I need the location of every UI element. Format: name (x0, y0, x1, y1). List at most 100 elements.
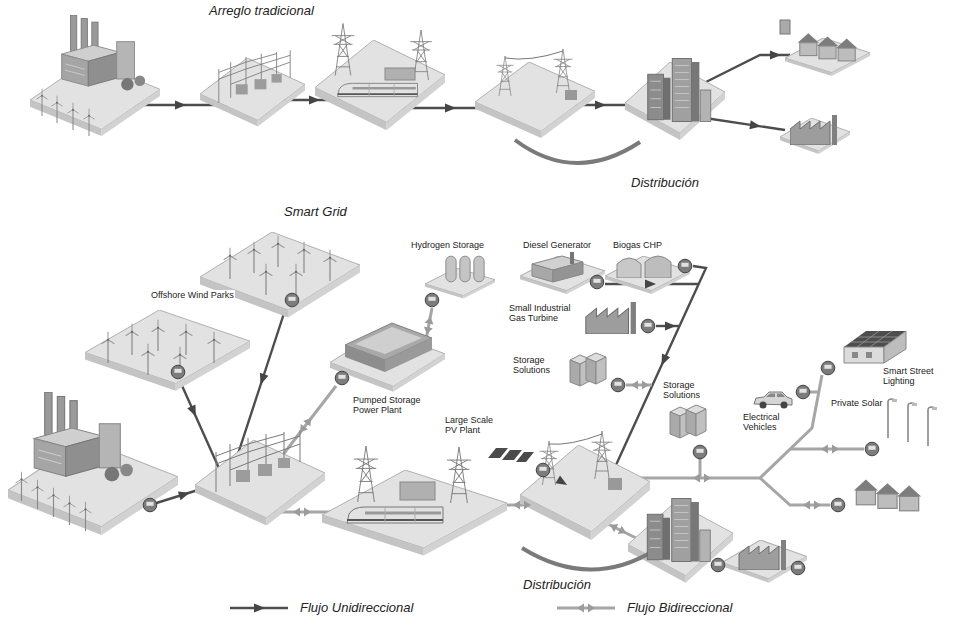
legend-line (557, 606, 615, 609)
ground-platforms (8, 38, 870, 583)
smart-meters (590, 275, 604, 289)
smart-grid-icons (647, 499, 710, 562)
smart-grid-icons (16, 472, 28, 501)
component-label: Diesel Generator (522, 240, 592, 250)
smart-grid-icons (216, 430, 300, 492)
flow-arrowheads (560, 481, 562, 482)
distribution-arc (515, 140, 640, 163)
smart-grid-icons (142, 344, 155, 375)
flow-arrowheads (668, 326, 670, 327)
smart-meters (171, 365, 185, 379)
component-label: Biogas CHP (612, 240, 663, 250)
component-label: Smart Street Lighting (882, 366, 946, 387)
flow-arrowheads (312, 100, 314, 101)
smart-grid-icons (888, 399, 897, 438)
ground-platforms (475, 62, 595, 138)
region-label: Distribución (630, 176, 700, 191)
flow-arrowheads (598, 105, 600, 106)
traditional-icons (790, 115, 837, 145)
smart-grid-icons (126, 324, 139, 355)
flow-lines (705, 118, 785, 130)
component-label: Storage Solutions (662, 380, 714, 401)
component-label: Pumped Storage Power Plant (352, 395, 436, 416)
traditional-icons (648, 59, 711, 122)
flow-arrowheads (753, 125, 755, 126)
flow-lines (616, 266, 706, 465)
smart-meters (796, 385, 810, 399)
flow-arrowheads (428, 325, 429, 327)
smart-meters (711, 558, 725, 572)
component-label: Hydrogen Storage (410, 240, 485, 250)
legend-sample (555, 601, 617, 615)
flow-arrowheads (638, 385, 640, 386)
flow-lines (626, 384, 652, 387)
smart-grid-icons (908, 403, 917, 442)
smart-grid-icons (260, 264, 273, 295)
flow-arrowheads (648, 284, 650, 285)
smart-grid-icons (617, 256, 671, 278)
smart-meters (641, 319, 655, 333)
smart-grid-icons (928, 407, 937, 446)
legend-text: Flujo Unidireccional (300, 600, 413, 615)
smart-meters (611, 378, 625, 392)
smart-meters (335, 371, 349, 385)
component-label: Small Industrial Gas Turbine (508, 303, 582, 324)
flow-arrowheads (305, 425, 307, 427)
smart-grid-icons (355, 327, 422, 354)
smart-grid-icons (32, 480, 44, 509)
component-label: Private Solar (830, 398, 884, 408)
smart-grid-icons (400, 482, 435, 500)
legend-text: Flujo Bidireccional (627, 600, 733, 615)
flow-arrowheads (520, 505, 522, 506)
smart-grid-icons (272, 236, 285, 267)
flow-lines (236, 295, 290, 460)
smart-grid-icons (152, 320, 165, 351)
smart-grid-icons (180, 324, 193, 355)
flow-arrowheads (828, 449, 830, 450)
smart-grid-icons (488, 448, 534, 462)
smart-grid-icons (298, 242, 311, 273)
ground-platforms (605, 256, 690, 294)
smart-grid-icons (854, 480, 921, 511)
traditional-icons (385, 68, 415, 80)
flow-lines (760, 478, 830, 505)
traditional-icons (338, 83, 418, 96)
smart-meters (425, 293, 439, 307)
ground-platforms (322, 470, 507, 556)
smart-grid-icons (354, 446, 378, 502)
smart-meters (536, 463, 550, 477)
smart-grid-icons (324, 250, 337, 281)
traditional-icons (67, 103, 78, 130)
traditional-icons (505, 51, 563, 59)
legend-item: Flujo Bidireccional (555, 600, 733, 615)
traditional-icons (780, 20, 790, 34)
legend-sample (228, 601, 290, 615)
smart-grid-icons (549, 434, 602, 444)
smart-grid-icons (447, 447, 471, 503)
ground-platforms (85, 310, 250, 391)
smart-grid-icons (608, 478, 622, 490)
distribution-arc (522, 548, 655, 570)
region-label: Distribución (522, 578, 592, 593)
component-label: Offshore Wind Parks (150, 290, 235, 300)
flow-arrowheads (616, 528, 618, 529)
flow-arrowheads (178, 55, 830, 529)
traditional-icons (565, 90, 577, 100)
smart-grid-icons (34, 392, 133, 481)
ground-platforms (200, 232, 360, 318)
smart-meters (821, 361, 835, 375)
smart-grid-icons (48, 488, 60, 517)
smart-meters (791, 561, 805, 575)
flow-lines (120, 55, 864, 545)
traditional-icons (36, 15, 857, 145)
legend-line (230, 606, 288, 608)
legend-item: Flujo Unidireccional (228, 600, 413, 615)
smart-grid-icons (844, 331, 906, 363)
ground-platforms (315, 40, 445, 130)
smart-meters (831, 498, 845, 512)
smart-meters (143, 259, 879, 575)
flow-lines (630, 375, 822, 478)
smart-grid-icons (248, 242, 261, 273)
